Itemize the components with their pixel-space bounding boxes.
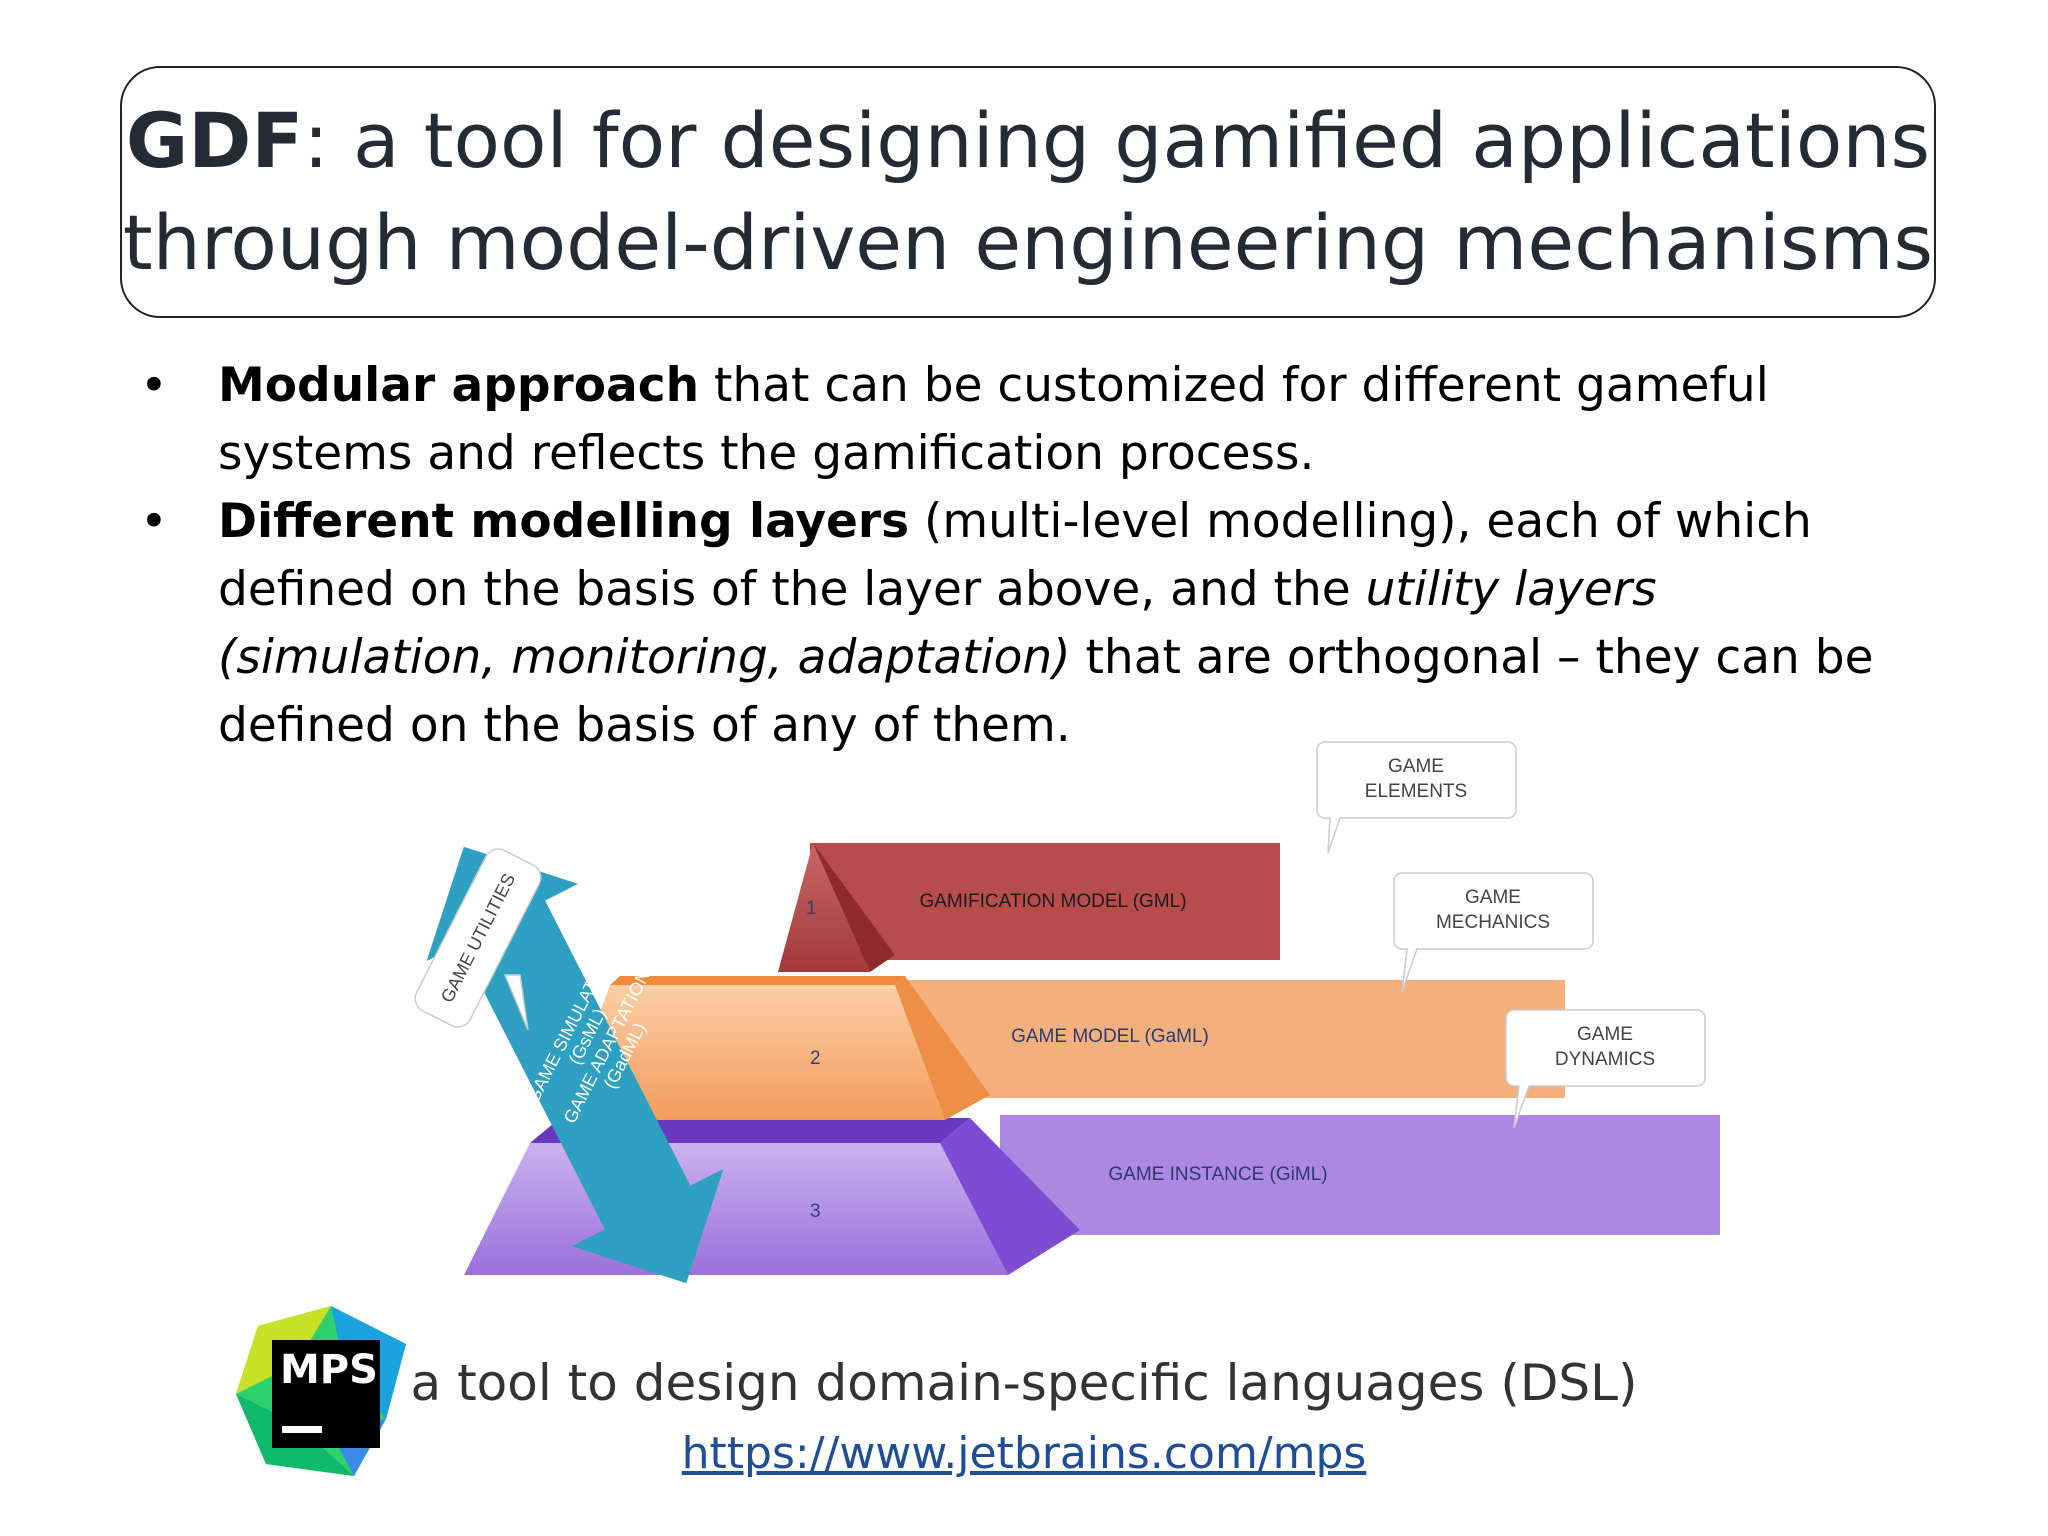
layer-bar-1 xyxy=(810,843,1280,960)
pyramid-level-3-side xyxy=(940,1118,1080,1275)
bullet-text: that can be customized for different gam… xyxy=(218,358,1769,481)
bullet-bold: Modular approach xyxy=(218,358,700,413)
pyramid-level-1-front xyxy=(778,843,870,972)
bullet-item-modular: • Modular approach that can be customize… xyxy=(140,352,1900,488)
bullet-list: • Modular approach that can be customize… xyxy=(140,352,1900,760)
mps-link-wrapper: https://www.jetbrains.com/mps xyxy=(0,1428,2048,1479)
bullet-dot: • xyxy=(140,358,168,413)
title-line-2: through model-driven engineering mechani… xyxy=(122,198,1934,287)
dsl-description: a tool to design domain-specific languag… xyxy=(0,1354,2048,1412)
layer-label-3: GAME INSTANCE (GiML) xyxy=(1108,1164,1327,1185)
title-line-1: GDF: a tool for designing gamified appli… xyxy=(126,90,1930,192)
bullet-text: that are orthogonal – they can be define… xyxy=(218,630,1874,753)
callout-pointer xyxy=(503,974,529,1031)
pyramid-number-1: 1 xyxy=(806,898,817,919)
layer-pyramid-diagram: GAMIFICATION MODEL (GML) GAME MODEL (GaM… xyxy=(414,741,1720,1284)
layer-label-1: GAMIFICATION MODEL (GML) xyxy=(919,891,1186,912)
bullet-dot: • xyxy=(140,494,168,549)
mps-logo-text: MPS xyxy=(280,1347,378,1393)
callout-line-1: GAME xyxy=(1388,756,1444,777)
callout-game-dynamics: GAME DYNAMICS xyxy=(1505,1009,1706,1129)
pyramid-level-2-side xyxy=(895,976,990,1120)
callout-game-elements: GAME ELEMENTS xyxy=(1316,741,1517,854)
pyramid-number-2: 2 xyxy=(810,1048,821,1069)
layer-bar-2 xyxy=(900,980,1565,1098)
bullet-text: (multi-level modelling), each of which d… xyxy=(218,494,1812,617)
bullet-bold: Different modelling layers xyxy=(218,494,910,549)
layer-label-2: GAME MODEL (GaML) xyxy=(1011,1026,1209,1047)
callout-line-2: MECHANICS xyxy=(1436,912,1550,933)
pyramid-level-3-front xyxy=(464,1143,1008,1275)
mps-logo: MPS xyxy=(236,1306,406,1476)
bullet-item-layers: • Different modelling layers (multi-leve… xyxy=(140,488,1900,760)
pyramid-number-3: 3 xyxy=(810,1201,821,1222)
title-bold: GDF xyxy=(125,96,304,185)
pyramid-level-1-side xyxy=(813,843,895,972)
dsl-text: a tool to design domain-specific languag… xyxy=(410,1354,1638,1412)
pyramid-level-2-front xyxy=(560,985,945,1120)
mps-link[interactable]: https://www.jetbrains.com/mps xyxy=(681,1428,1367,1479)
bullet-italic: utility layers (simulation, monitoring, … xyxy=(218,562,1657,685)
callout-line-1: GAME xyxy=(1465,887,1521,908)
callout-game-mechanics: GAME MECHANICS xyxy=(1393,872,1594,993)
callout-line-1: GAME xyxy=(1577,1024,1633,1045)
pyramid-level-2-top xyxy=(610,976,905,985)
callout-line-2: DYNAMICS xyxy=(1555,1049,1655,1070)
layer-bar-3 xyxy=(1000,1115,1720,1235)
title-line-1-rest: : a tool for designing gamified applicat… xyxy=(303,96,1931,185)
callout-line-2: ELEMENTS xyxy=(1365,781,1467,802)
title-box: GDF: a tool for designing gamified appli… xyxy=(120,66,1936,318)
